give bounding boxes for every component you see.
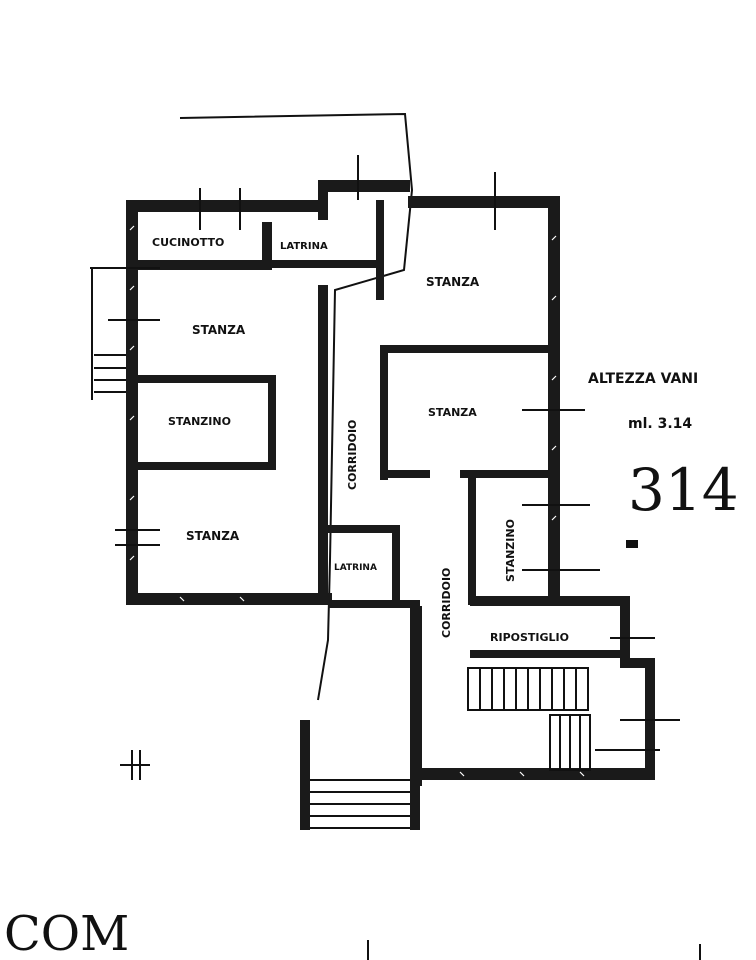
height-value: ml. 3.14 [628,416,692,432]
room-label-latrina-top: LATRINA [280,241,328,252]
paper-fragment-outline [179,112,414,701]
room-label-stanza-nw: STANZA [192,323,246,337]
handwritten-number: 314 [628,456,739,524]
small-square-mark [626,540,638,548]
west-balcony-lines [94,354,126,393]
room-label-stanzino-e: STANZINO [504,519,517,582]
stairs-internal [467,667,591,771]
room-label-cucinotto: CUCINOTTO [152,236,224,249]
room-label-stanza-ne: STANZA [426,275,480,289]
height-label: ALTEZZA VANI [588,371,698,387]
interior-walls [138,200,620,658]
room-label-latrina-bottom: LATRINA [334,563,377,573]
room-label-stanzino-w: STANZINO [168,415,231,428]
window-ticks [90,155,680,751]
room-label-corridoio-center: CORRIDOIO [346,420,359,490]
room-label-stanza-sw: STANZA [186,529,240,543]
handwritten-corner-text: COM [4,906,129,960]
wall-hatching [129,225,585,777]
room-label-ripostiglio: RIPOSTIGLIO [490,631,569,644]
stairs-entrance [310,779,410,829]
room-label-stanza-e: STANZA [428,406,477,419]
survey-mark [120,750,150,780]
room-label-corridoio-east: CORRIDOIO [440,568,453,638]
